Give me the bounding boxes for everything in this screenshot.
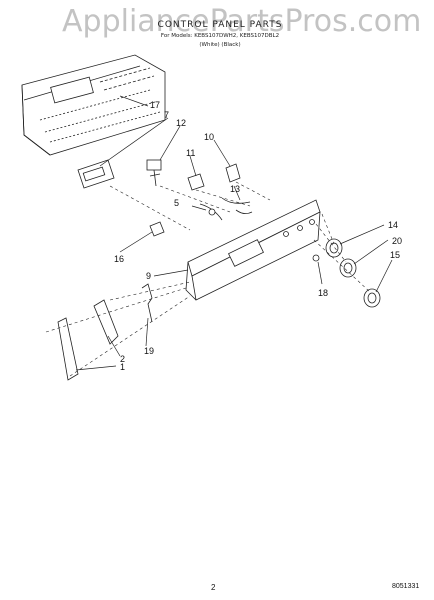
part-16-clip: [149, 221, 165, 237]
callout-20: 20: [392, 236, 402, 246]
callout-2: 2: [120, 354, 125, 364]
callout-9: 9: [146, 271, 151, 281]
watermark: AppliancePartsPros.com: [62, 4, 422, 39]
callout-17: 17: [150, 100, 160, 110]
callout-18: 18: [318, 288, 328, 298]
part-17-console-back: [21, 54, 166, 156]
callout-1: 1: [120, 362, 125, 372]
assembly-lines: [45, 181, 371, 377]
page-number: 2: [211, 583, 216, 592]
model-line: For Models: KEBS107DWH2, KEBS107DBL2: [160, 33, 280, 39]
leader-lines: [75, 95, 393, 371]
callout-19: 19: [144, 346, 154, 356]
part-7-clock: [77, 159, 115, 189]
part-5-harness: [199, 203, 223, 221]
diagram-title: CONTROL PANEL PARTS: [157, 20, 283, 30]
part-2-end-cap: [93, 299, 119, 345]
part-20-knob: [339, 258, 357, 278]
callout-13: 13: [230, 184, 240, 194]
part-13-wire: [221, 197, 253, 214]
part-15-knob: [363, 288, 381, 308]
callout-15: 15: [390, 250, 400, 260]
part-12-switch: [146, 159, 162, 187]
part-19-bracket: [141, 283, 153, 323]
color-line: (White) (Black): [199, 42, 241, 48]
part-18-insert: [312, 254, 320, 262]
callout-11: 11: [186, 148, 195, 158]
part-9-control-panel: [185, 199, 321, 301]
callout-5: 5: [174, 198, 179, 208]
callout-7: 7: [164, 110, 169, 120]
callout-10: 10: [204, 132, 214, 142]
document-number: 8051331: [392, 583, 420, 590]
callout-14: 14: [388, 220, 398, 230]
part-14-knob: [325, 238, 343, 258]
callout-12: 12: [176, 118, 186, 128]
part-1-side-trim: [57, 317, 79, 381]
part-10-switch: [225, 163, 241, 183]
part-11-connector: [187, 173, 205, 191]
callout-16: 16: [114, 254, 124, 264]
